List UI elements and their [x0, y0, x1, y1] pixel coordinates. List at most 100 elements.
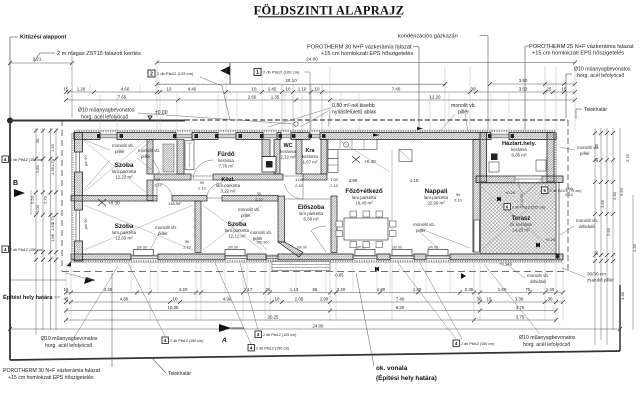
svg-text:2.35: 2.35: [465, 287, 474, 292]
svg-text:Közl.: Közl.: [221, 177, 235, 183]
svg-text:nyílásfelületű ablak: nyílásfelületű ablak: [332, 110, 377, 116]
svg-text:8.30: 8.30: [396, 305, 405, 310]
svg-text:0,80 m²-nél kisebb: 0,80 m²-nél kisebb: [332, 103, 375, 109]
svg-text:2,12 m²: 2,12 m²: [281, 155, 296, 160]
svg-text:14,25 m²: 14,25 m²: [512, 228, 530, 233]
svg-text:6.50: 6.50: [619, 187, 624, 196]
svg-text:+15 cm homlokzati EPS hősziget: +15 cm homlokzati EPS hőszigetelés: [8, 375, 94, 381]
svg-text:kondenzációs gázkazán: kondenzációs gázkazán: [398, 34, 458, 40]
svg-text:10: 10: [275, 297, 280, 302]
svg-text:2 db Pfa12 (150 cm): 2 db Pfa12 (150 cm): [170, 339, 203, 343]
svg-text:ok. vonala: ok. vonala: [376, 365, 408, 372]
svg-text:POROTHERM 25 N+F vázkerámia fa: POROTHERM 25 N+F vázkerámia falazat: [529, 44, 634, 50]
svg-text:POROTHERM 30 N+F vázkerámia fa: POROTHERM 30 N+F vázkerámia falazat: [307, 45, 412, 51]
svg-text:100.96°: 100.96°: [256, 241, 270, 245]
svg-text:A: A: [221, 337, 227, 344]
svg-text:monolit vb.: monolit vb.: [155, 225, 177, 230]
svg-text:horg. acél lefolyócső: horg. acél lefolyócső: [523, 342, 570, 348]
svg-text:24.00: 24.00: [313, 324, 325, 329]
svg-text:12,69 m²: 12,69 m²: [115, 236, 133, 241]
svg-text:2.70: 2.70: [50, 215, 55, 224]
svg-text:+15 cm homlokzati EPS hősziget: +15 cm homlokzati EPS hőszigetelés: [532, 51, 624, 57]
svg-text:2.10: 2.10: [454, 198, 462, 203]
svg-text:1,67 m²: 1,67 m²: [303, 160, 318, 165]
svg-text:7,76 m²: 7,76 m²: [219, 164, 234, 169]
svg-text:2 db Pfa12 (225 cm): 2 db Pfa12 (225 cm): [512, 205, 545, 209]
svg-text:monolit vb.: monolit vb.: [112, 143, 134, 148]
svg-text:Kra: Kra: [306, 148, 316, 154]
svg-text:monolit vb.: monolit vb.: [577, 145, 599, 150]
svg-text:3.90: 3.90: [349, 178, 358, 183]
svg-text:7.65: 7.65: [118, 95, 127, 100]
svg-text:pm 90: pm 90: [84, 218, 88, 229]
svg-text:pfll 90: pfll 90: [356, 246, 366, 250]
svg-text:1: 1: [256, 70, 259, 76]
svg-text:15: 15: [594, 143, 599, 148]
svg-text:4.60: 4.60: [121, 87, 130, 92]
svg-text:2: 2: [150, 71, 153, 77]
svg-text:B: B: [13, 180, 18, 187]
svg-text:zsalukő pillér: zsalukő pillér: [587, 278, 614, 283]
svg-text:4.38: 4.38: [620, 291, 625, 300]
svg-text:90: 90: [185, 239, 190, 244]
svg-text:Előszoba: Előszoba: [298, 205, 325, 211]
svg-text:pillér: pillér: [253, 236, 263, 241]
svg-text:Szoba: Szoba: [228, 221, 247, 228]
svg-text:pillér: pillér: [141, 154, 151, 159]
svg-text:10: 10: [173, 297, 178, 302]
svg-text:Ø10 műanyagbevonatos: Ø10 műanyagbevonatos: [519, 335, 576, 341]
svg-text:2.17: 2.17: [244, 287, 253, 292]
svg-text:pillér: pillér: [580, 151, 590, 156]
svg-text:45: 45: [64, 297, 69, 302]
svg-text:3.75: 3.75: [516, 315, 525, 320]
svg-text:+0.29: +0.29: [545, 237, 556, 242]
svg-text:5: 5: [543, 188, 546, 193]
svg-text:Telekhatár: Telekhatár: [584, 107, 607, 113]
svg-text:10: 10: [286, 87, 291, 92]
svg-text:1.98: 1.98: [50, 233, 55, 242]
svg-text:lam.parketta: lam.parketta: [225, 228, 250, 233]
svg-text:15: 15: [64, 287, 69, 292]
svg-text:4: 4: [4, 247, 7, 252]
svg-text:horg. acél lefolyócső: horg. acél lefolyócső: [577, 73, 624, 79]
svg-text:65: 65: [313, 287, 318, 292]
svg-text:2 db Pfa12 (150 cm): 2 db Pfa12 (150 cm): [10, 248, 43, 252]
svg-text:1.20: 1.20: [50, 158, 55, 167]
svg-text:pfll 90: pfll 90: [297, 246, 307, 250]
svg-text:3.00: 3.00: [35, 204, 40, 213]
svg-text:2 db Pfa12 (150 cm): 2 db Pfa12 (150 cm): [461, 342, 494, 346]
svg-text:horg. acél lefolyócső: horg. acél lefolyócső: [81, 115, 128, 121]
svg-text:3: 3: [257, 332, 260, 337]
svg-text:20.25: 20.25: [268, 315, 280, 320]
svg-text:1.40: 1.40: [546, 287, 555, 292]
svg-text:+0.29: +0.29: [505, 190, 516, 195]
svg-text:1.00: 1.00: [330, 177, 339, 182]
svg-text:2 m magas ZST15 falazott kerít: 2 m magas ZST15 falazott kerítés: [57, 51, 141, 57]
svg-text:2 db Pfa12 (150 cm): 2 db Pfa12 (150 cm): [256, 346, 289, 350]
svg-text:2.80: 2.80: [35, 164, 40, 173]
svg-text:2.30: 2.30: [612, 191, 617, 200]
svg-text:Építési hely határa: Építési hely határa: [3, 293, 53, 301]
svg-text:90: 90: [456, 192, 461, 197]
svg-text:2.50: 2.50: [606, 227, 611, 236]
svg-text:Ø10 műanyagbevonatos: Ø10 műanyagbevonatos: [41, 336, 98, 342]
svg-text:2.10: 2.10: [154, 183, 162, 188]
svg-text:pillér: pillér: [115, 149, 125, 154]
svg-text:6,65 m²: 6,65 m²: [512, 153, 527, 158]
svg-text:12.20: 12.20: [430, 95, 442, 100]
svg-text:90: 90: [520, 194, 524, 198]
svg-text:1.50: 1.50: [50, 143, 55, 152]
svg-text:Nappali: Nappali: [424, 188, 447, 195]
svg-text:pm 90: pm 90: [84, 155, 88, 166]
svg-text:10: 10: [252, 87, 257, 92]
svg-text:3.30: 3.30: [515, 297, 524, 302]
svg-text:FÖLDSZINTI ALAPRAJZ: FÖLDSZINTI ALAPRAJZ: [254, 3, 405, 18]
svg-text:75: 75: [526, 287, 531, 292]
svg-text:3,22 m²: 3,22 m²: [221, 189, 236, 194]
svg-text:lam.parketta: lam.parketta: [299, 211, 324, 216]
svg-text:20.10: 20.10: [285, 78, 297, 83]
svg-text:2.79: 2.79: [625, 153, 630, 162]
svg-text:pfll 90: pfll 90: [428, 246, 438, 250]
svg-text:2.10: 2.10: [520, 199, 524, 206]
svg-text:2.70: 2.70: [43, 195, 48, 204]
